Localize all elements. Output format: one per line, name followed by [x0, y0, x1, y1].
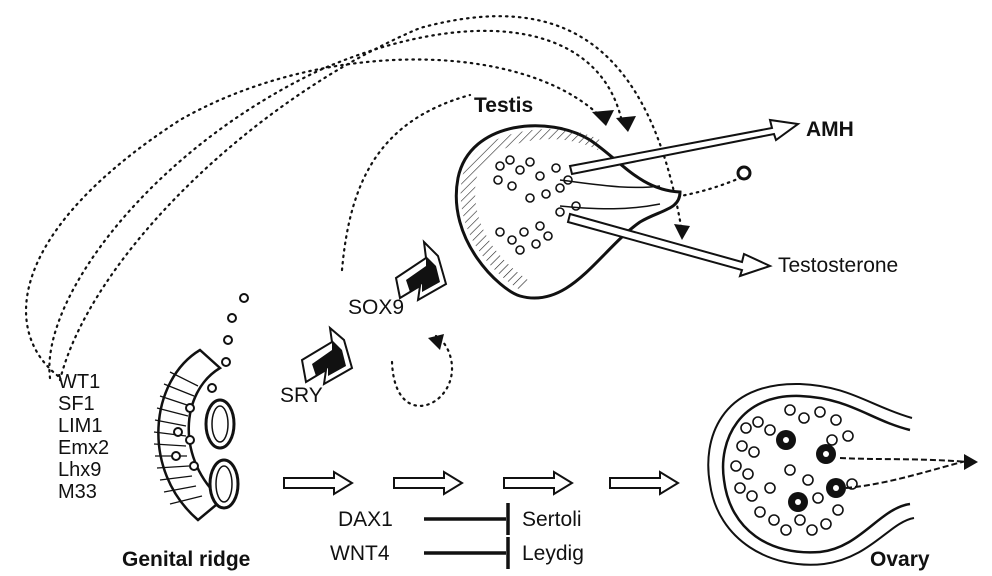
- dotted-arc-sox9: [342, 95, 470, 270]
- gene-item: M33: [58, 481, 97, 503]
- gene-item: WT1: [58, 371, 100, 393]
- gene-item: LIM1: [58, 415, 102, 437]
- inhibition-lines: [424, 503, 508, 569]
- sry-chevron: [302, 328, 352, 384]
- sox9-chevron: [396, 242, 446, 300]
- label-dax1: DAX1: [338, 508, 393, 531]
- arrowhead-3: [674, 224, 690, 240]
- label-amh: AMH: [806, 118, 854, 141]
- arrowhead-1: [592, 110, 614, 126]
- label-sox9: SOX9: [348, 296, 404, 319]
- open-circle-marker: [738, 167, 750, 179]
- gene-list: WT1 SF1 LIM1 Emx2 Lhx9 M33: [58, 371, 109, 503]
- label-leydig: Leydig: [522, 542, 584, 565]
- label-wnt4: WNT4: [330, 542, 390, 565]
- arrowhead-2: [616, 116, 636, 132]
- arrowhead-loop: [428, 334, 444, 350]
- arrow-to-amh: [570, 120, 798, 174]
- chain-arrow-2: [394, 472, 462, 494]
- label-sry: SRY: [280, 384, 323, 407]
- label-testosterone: Testosterone: [778, 254, 898, 277]
- chain-arrow-3: [504, 472, 572, 494]
- chain-arrow-1: [284, 472, 352, 494]
- lower-arrow-chain: [284, 472, 678, 494]
- genital-ridge-illustration: [154, 294, 248, 520]
- label-genital-ridge: Genital ridge: [122, 548, 250, 571]
- label-testis: Testis: [474, 94, 533, 117]
- ovary-arrowhead: [964, 454, 978, 470]
- gene-item: Emx2: [58, 437, 109, 459]
- chain-arrow-4: [610, 472, 678, 494]
- dotted-loop-sox9: [392, 336, 452, 406]
- gene-item: Lhx9: [58, 459, 101, 481]
- gene-item: SF1: [58, 393, 95, 415]
- ovary-illustration: [708, 384, 978, 565]
- label-sertoli: Sertoli: [522, 508, 582, 531]
- label-ovary: Ovary: [870, 548, 930, 571]
